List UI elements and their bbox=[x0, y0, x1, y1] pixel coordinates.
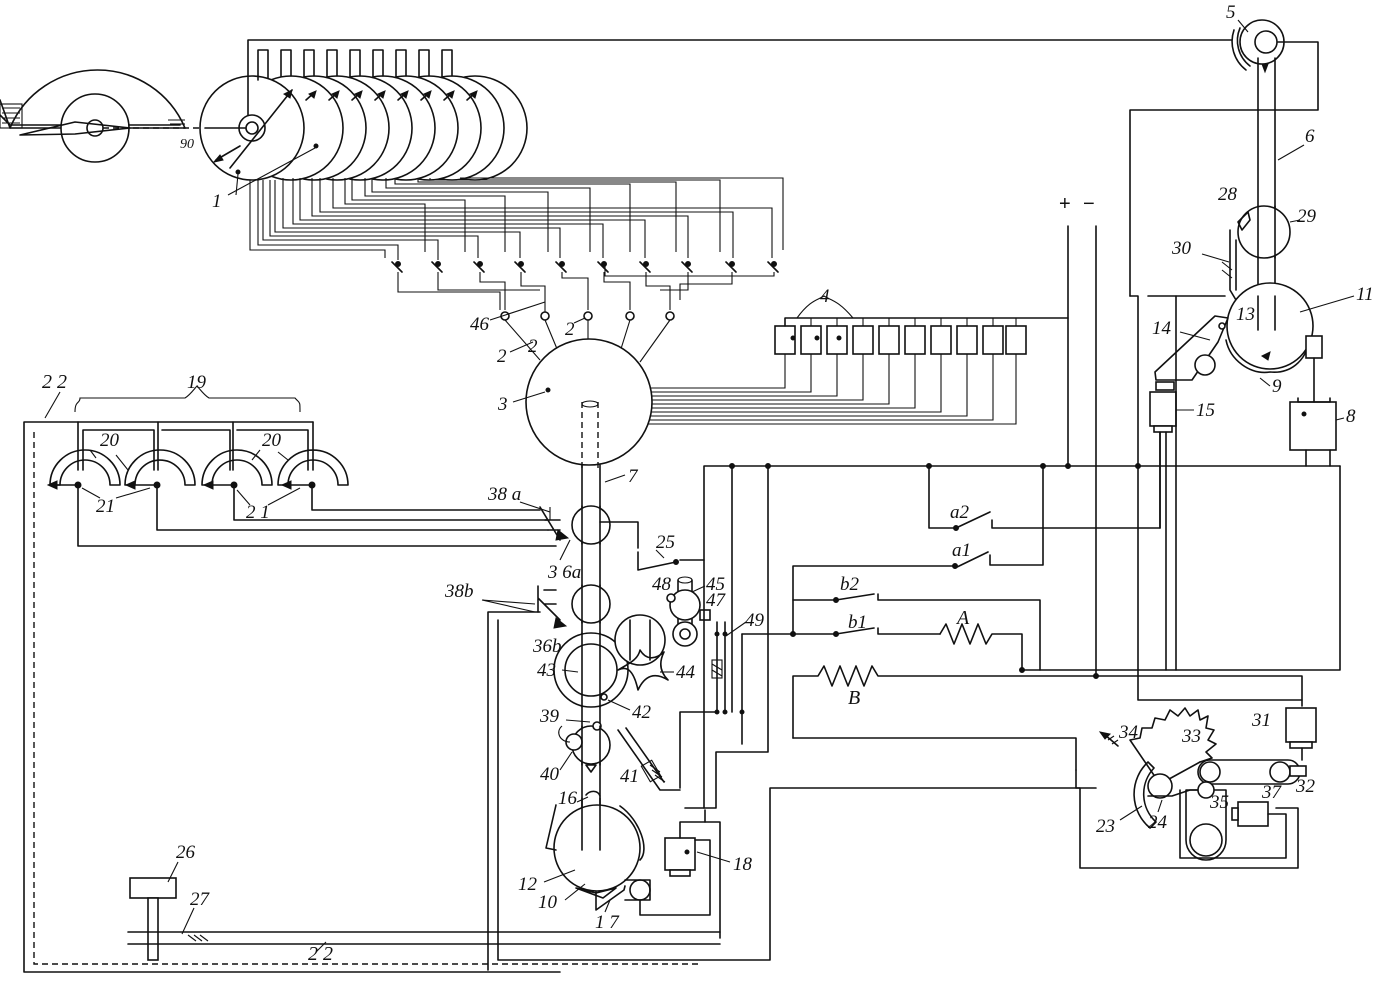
label-44: 44 bbox=[676, 662, 696, 683]
label-13: 13 bbox=[1236, 304, 1255, 325]
label-47: 47 bbox=[706, 590, 727, 611]
label-20b: 20 bbox=[262, 430, 282, 451]
label-43: 43 bbox=[537, 660, 556, 681]
label-41: 41 bbox=[620, 766, 639, 787]
label-33: 33 bbox=[1181, 726, 1201, 747]
label-8: 8 bbox=[1346, 406, 1356, 427]
right-mechanism: 5 6 28 29 30 11 9 13 14 bbox=[1129, 2, 1374, 701]
label-40: 40 bbox=[540, 764, 560, 785]
label-21b: 2 1 bbox=[246, 502, 270, 523]
label-25: 25 bbox=[656, 532, 675, 553]
label-42: 42 bbox=[632, 702, 652, 723]
wire-22: 2 2 2 2 bbox=[23, 371, 700, 973]
main-disc-3: 3 bbox=[497, 338, 653, 470]
dial-gauge: 90 bbox=[0, 69, 210, 163]
label-34: 34 bbox=[1118, 722, 1139, 743]
label-31: 31 bbox=[1251, 710, 1271, 731]
minus-sign: − bbox=[1083, 193, 1095, 215]
label-30: 30 bbox=[1171, 238, 1192, 259]
label-24: 24 bbox=[1148, 812, 1168, 833]
gauges-19: 19 20 20 21 2 1 bbox=[46, 372, 557, 547]
switch-row bbox=[391, 261, 779, 312]
label-10: 10 bbox=[538, 892, 558, 913]
label-14: 14 bbox=[1152, 318, 1172, 339]
label-12: 12 bbox=[518, 874, 538, 895]
label-11: 11 bbox=[1356, 284, 1374, 305]
label-26: 26 bbox=[176, 842, 196, 863]
label-resB: B bbox=[848, 687, 860, 709]
label-6: 6 bbox=[1305, 126, 1315, 147]
disc-stack: 1 bbox=[199, 75, 528, 212]
dial-90-label: 90 bbox=[180, 137, 194, 152]
label-38b: 38b bbox=[444, 581, 474, 602]
label-9: 9 bbox=[1272, 376, 1282, 397]
label-2b: 2 bbox=[528, 336, 538, 357]
label-4: 4 bbox=[820, 286, 830, 307]
label-35: 35 bbox=[1209, 792, 1229, 813]
top-bus-wires bbox=[247, 39, 1233, 116]
label-16: 16 bbox=[558, 788, 578, 809]
label-45: 45 bbox=[706, 574, 725, 595]
label-39: 39 bbox=[539, 706, 560, 727]
label-a1: a1 bbox=[952, 540, 971, 561]
label-23: 23 bbox=[1096, 816, 1115, 837]
label-resA: A bbox=[955, 607, 970, 629]
label-20a: 20 bbox=[100, 430, 120, 451]
label-15: 15 bbox=[1196, 400, 1215, 421]
control-circuitry: a2 a1 b2 b1 A B + − 25 bbox=[487, 193, 1341, 971]
label-28: 28 bbox=[1218, 184, 1238, 205]
label-a2: a2 bbox=[950, 502, 970, 523]
lamp-boxes-4: 4 bbox=[648, 286, 1069, 425]
label-48: 48 bbox=[652, 574, 672, 595]
label-2c: 2 bbox=[565, 319, 575, 340]
label-1: 1 bbox=[212, 191, 222, 212]
label-b1: b1 bbox=[848, 612, 867, 633]
switch-wire-bundle bbox=[249, 177, 784, 260]
label-3: 3 bbox=[497, 394, 508, 415]
label-32: 32 bbox=[1295, 776, 1316, 797]
label-49: 49 bbox=[745, 610, 765, 631]
label-19: 19 bbox=[187, 372, 207, 393]
contacts-46: 46 2 2 2 bbox=[470, 301, 675, 367]
label-37: 37 bbox=[1261, 782, 1283, 803]
label-18: 18 bbox=[733, 854, 753, 875]
bottom-right-mechanism: 31 32 33 34 23 24 35 37 bbox=[792, 707, 1317, 861]
plus-sign: + bbox=[1059, 193, 1071, 215]
label-7: 7 bbox=[628, 466, 639, 487]
label-21a: 21 bbox=[96, 496, 115, 517]
label-38a: 38 a bbox=[487, 484, 521, 505]
label-36a: 3 6a bbox=[547, 562, 581, 583]
float-26-27: 26 27 bbox=[127, 842, 721, 961]
label-b2: b2 bbox=[840, 574, 860, 595]
label-22a: 2 2 bbox=[42, 371, 67, 393]
label-29: 29 bbox=[1297, 206, 1317, 227]
label-27: 27 bbox=[190, 889, 211, 910]
label-36b: 36b bbox=[532, 636, 562, 657]
label-5: 5 bbox=[1226, 2, 1236, 23]
label-46: 46 bbox=[470, 314, 490, 335]
label-17: 1 7 bbox=[595, 912, 620, 933]
shaft-7-mechanism: 7 43 42 44 48 45 47 bbox=[444, 464, 753, 933]
label-22b: 2 2 bbox=[308, 943, 333, 965]
label-2a: 2 bbox=[497, 346, 507, 367]
